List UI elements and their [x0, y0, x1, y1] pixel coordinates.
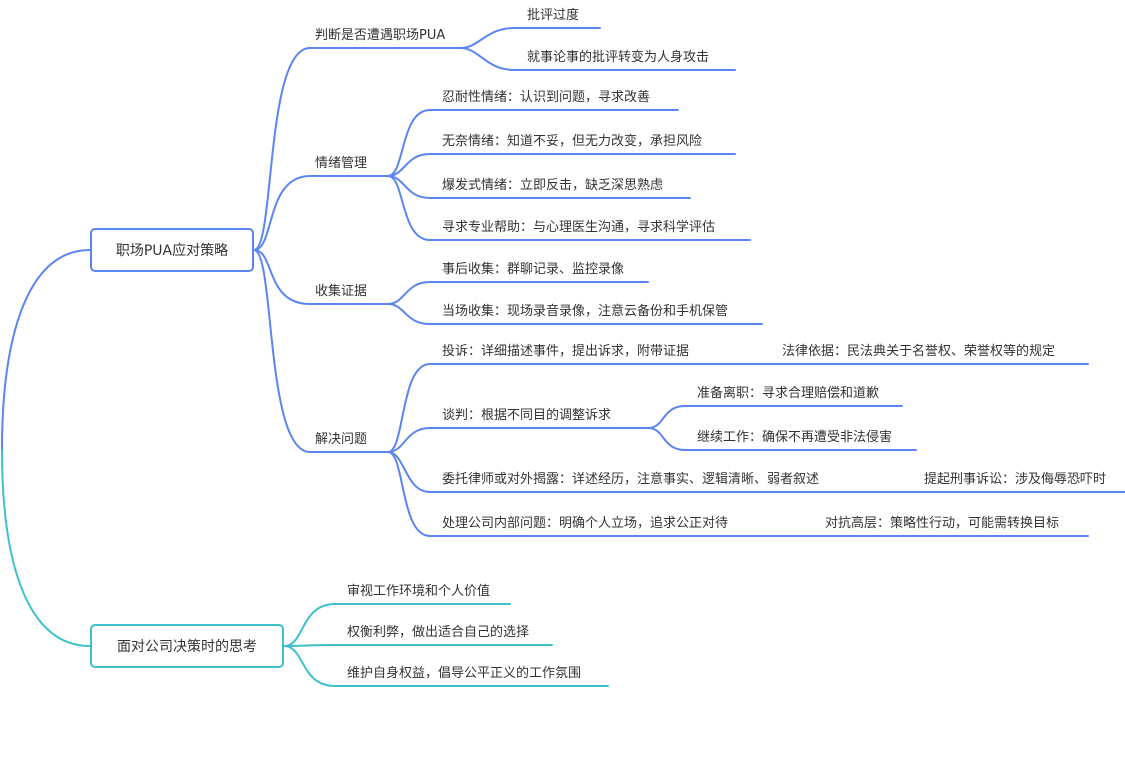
negotiation-item-continue[interactable]: 继续工作：确保不再遭受非法侵害	[697, 430, 893, 445]
evidence-connector-2	[387, 303, 763, 325]
topic2-connector-1	[283, 603, 511, 647]
emotion-connector-4	[387, 175, 751, 241]
solve-item-internal-issue[interactable]: 处理公司内部问题：明确个人立场，追求公正对待	[442, 516, 729, 531]
solve-item-lawyer-disclosure[interactable]: 委托律师或对外揭露：详述经历，注意事实、逻辑清晰、弱者叙述	[442, 472, 820, 487]
solve-item-criminal-lawsuit[interactable]: 提起刑事诉讼：涉及侮辱恐吓时	[924, 472, 1107, 487]
solve-connector-4	[387, 451, 1089, 537]
negotiate-connector-1	[647, 405, 903, 429]
emotion-item-professional-help[interactable]: 寻求专业帮助：与心理医生沟通，寻求科学评估	[442, 220, 716, 235]
topic2-connector-2	[283, 644, 553, 647]
topic1-connector-solve	[253, 249, 389, 453]
solve-item-complaint-legal-basis[interactable]: 法律依据：民法典关于名誉权、荣誉权等的规定	[782, 344, 1056, 359]
evidence-connector-1	[387, 281, 649, 305]
emotion-connector-1	[387, 109, 679, 177]
solve-item-negotiation[interactable]: 谈判：根据不同目的调整诉求	[442, 408, 612, 423]
branch-solve-problem[interactable]: 解决问题	[315, 432, 368, 447]
emotion-item-helpless[interactable]: 无奈情绪：知道不妥，但无力改变，承担风险	[442, 134, 703, 149]
topic2-connector-3	[283, 645, 609, 687]
branch-collect-evidence[interactable]: 收集证据	[315, 284, 368, 299]
decision-item-protect-rights[interactable]: 维护自身权益，倡导公平正义的工作氛围	[347, 666, 582, 681]
emotion-item-patience[interactable]: 忍耐性情绪：认识到问题，寻求改善	[442, 90, 651, 105]
judge-connector-1	[459, 27, 601, 49]
branch-emotion-management[interactable]: 情绪管理	[315, 156, 368, 171]
evidence-item-onsite[interactable]: 当场收集：现场录音录像，注意云备份和手机保管	[442, 304, 729, 319]
decision-item-review-environment[interactable]: 审视工作环境和个人价值	[347, 584, 491, 599]
negotiation-item-resign[interactable]: 准备离职：寻求合理赔偿和道歉	[697, 386, 880, 401]
judge-connector-2	[459, 47, 736, 71]
topic1-connector-evidence	[253, 249, 389, 305]
judge-item-over-criticism[interactable]: 批评过度	[527, 8, 580, 23]
emotion-item-explosive[interactable]: 爆发式情绪：立即反击，缺乏深思熟虑	[442, 178, 664, 193]
topic1-connector-judge	[253, 47, 461, 251]
decision-item-weigh-options[interactable]: 权衡利弊，做出适合自己的选择	[347, 625, 530, 640]
negotiate-connector-2	[647, 427, 917, 451]
main-topic-pua-strategy[interactable]: 职场PUA应对策略	[90, 228, 254, 272]
solve-connector-2	[387, 427, 649, 453]
solve-connector-3	[387, 451, 1125, 493]
root-connector-blue	[1, 249, 91, 451]
evidence-item-after[interactable]: 事后收集：群聊记录、监控录像	[442, 262, 625, 277]
judge-item-personal-attack[interactable]: 就事论事的批评转变为人身攻击	[527, 50, 710, 65]
topic1-connector-emotion	[253, 175, 389, 251]
root-connector-teal	[1, 449, 91, 647]
emotion-connector-2	[387, 153, 736, 177]
solve-item-complaint[interactable]: 投诉：详细描述事件，提出诉求，附带证据	[442, 344, 690, 359]
branch-judge-pua[interactable]: 判断是否遭遇职场PUA	[315, 28, 446, 43]
main-topic-company-decision[interactable]: 面对公司决策时的思考	[90, 624, 284, 668]
solve-connector-1	[387, 363, 1089, 453]
solve-item-confront-leadership[interactable]: 对抗高层：策略性行动，可能需转换目标	[825, 516, 1060, 531]
